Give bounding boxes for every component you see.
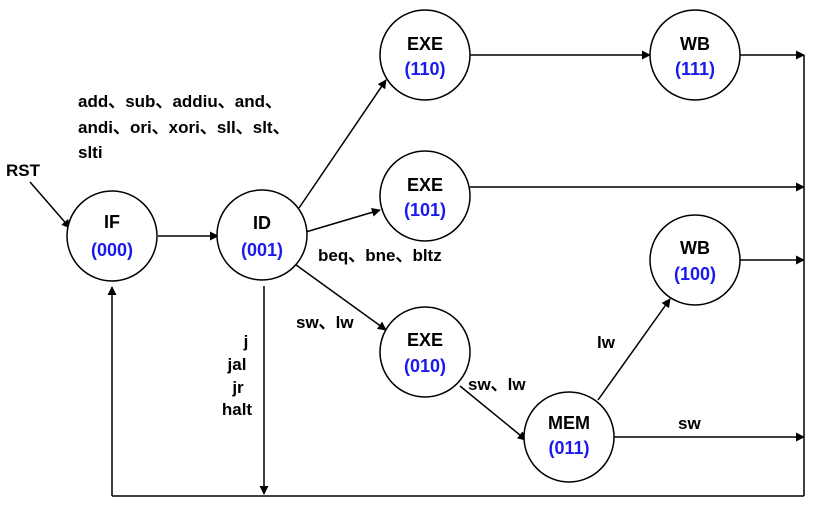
state-wb-mid-circle	[649, 214, 741, 306]
state-wb-top-circle	[649, 9, 741, 101]
state-exe-low-name: EXE	[407, 330, 443, 350]
state-wb-top-name: WB	[680, 34, 710, 54]
state-exe-mid: EXE (101)	[379, 150, 471, 242]
edge-id-exe-top	[298, 79, 387, 209]
state-wb-top: WB (111)	[649, 9, 741, 101]
state-id-circle	[216, 189, 308, 281]
jump-label-halt: halt	[222, 400, 253, 419]
state-mem: MEM (011)	[523, 391, 615, 483]
state-if: IF (000)	[66, 190, 158, 282]
lw-label: lw	[597, 333, 616, 352]
edge-exe-low-mem	[459, 385, 527, 441]
edge-id-exe-mid	[298, 207, 381, 235]
state-if-code: (000)	[91, 240, 133, 260]
edge-mem-wb-mid	[597, 298, 671, 401]
state-exe-top: EXE (110)	[379, 9, 471, 101]
mem-id-label: sw、lw	[296, 313, 354, 332]
state-wb-mid: WB (100)	[649, 214, 741, 306]
edges	[29, 50, 805, 497]
mem-exe-label: sw、lw	[468, 375, 526, 394]
state-wb-mid-code: (100)	[674, 264, 716, 284]
jump-label-j: j	[243, 332, 249, 351]
state-exe-mid-code: (101)	[404, 200, 446, 220]
state-mem-name: MEM	[548, 413, 590, 433]
state-exe-top-code: (110)	[404, 59, 445, 79]
state-mem-circle	[523, 391, 615, 483]
state-wb-top-code: (111)	[675, 59, 715, 79]
state-id: ID (001)	[216, 189, 308, 281]
state-wb-mid-name: WB	[680, 238, 710, 258]
state-exe-mid-name: EXE	[407, 175, 443, 195]
state-mem-code: (011)	[548, 438, 589, 458]
state-exe-mid-circle	[379, 150, 471, 242]
jump-label-jal: jal	[227, 355, 247, 374]
branch-label: beq、bne、bltz	[318, 246, 442, 265]
alu-label-line1: add、sub、addiu、and、	[78, 92, 282, 111]
edge-id-exe-low	[291, 261, 387, 331]
state-exe-top-name: EXE	[407, 34, 443, 54]
state-exe-low-circle	[379, 306, 471, 398]
jump-label-jr: jr	[231, 378, 244, 397]
rst-label: RST	[6, 161, 41, 180]
state-id-name: ID	[253, 213, 271, 233]
state-exe-low-code: (010)	[404, 356, 446, 376]
state-if-circle	[66, 190, 158, 282]
state-exe-low: EXE (010)	[379, 306, 471, 398]
state-exe-top-circle	[379, 9, 471, 101]
alu-label-line2: andi、ori、xori、sll、slt、	[78, 118, 290, 137]
state-if-name: IF	[104, 212, 120, 232]
alu-label-line3: slti	[78, 143, 103, 162]
state-id-code: (001)	[241, 240, 283, 260]
edge-labels: RST add、sub、addiu、and、 andi、ori、xori、sll…	[6, 92, 701, 433]
sw-label: sw	[678, 414, 701, 433]
edge-rst-if	[29, 181, 71, 229]
